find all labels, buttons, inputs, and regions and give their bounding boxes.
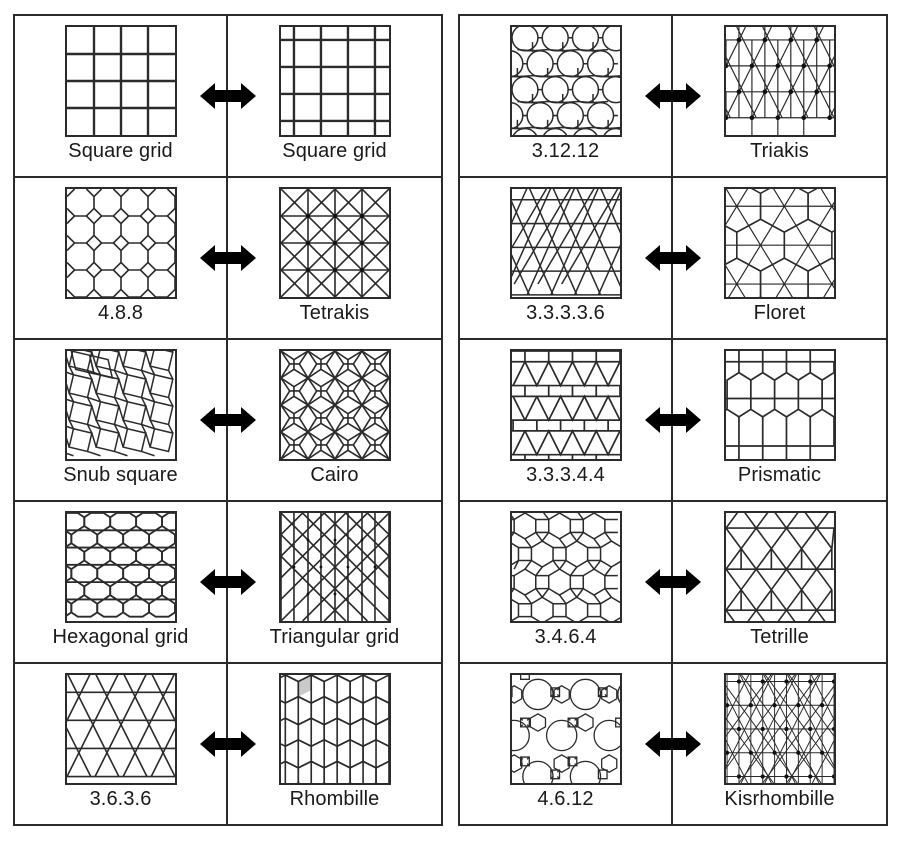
tile-label: 3.4.6.4 [534, 626, 597, 648]
tile-rhombitrihexagonal [509, 511, 622, 623]
tile-truncated-square [64, 187, 177, 299]
tile-rhombille [278, 673, 391, 785]
pair-cell-primal[interactable]: 3.12.12 [460, 16, 673, 176]
tessellation-panel-right: 3.12.12 [458, 14, 888, 826]
tile-prismatic-pentagonal [723, 349, 836, 461]
tile-label: Cairo [310, 464, 359, 486]
tile-label: Kisrhombille [724, 788, 835, 810]
tile-label: Square grid [282, 140, 387, 162]
pair-cell-primal[interactable]: 3.3.3.3.6 [460, 178, 673, 338]
pair-cell-dual[interactable]: Square grid [228, 16, 441, 176]
pair-cell-dual[interactable]: Floret [673, 178, 886, 338]
pair-cell-primal[interactable]: 3.6.3.6 [15, 664, 228, 824]
pair-cell-primal[interactable]: Hexagonal grid [15, 502, 228, 662]
tile-cairo-pentagonal [278, 349, 391, 461]
pair-cell-primal[interactable]: Square grid [15, 16, 228, 176]
pair-cell-dual[interactable]: Cairo [228, 340, 441, 500]
pair-cell-dual[interactable]: Rhombille [228, 664, 441, 824]
pair-cell-primal[interactable]: 3.3.3.4.4 [460, 340, 673, 500]
tile-label: 3.3.3.4.4 [526, 464, 605, 486]
tile-label: Triangular grid [269, 626, 400, 648]
pair-cell-dual[interactable]: Triakis [673, 16, 886, 176]
tile-snub-square [64, 349, 177, 461]
table-row: Square grid Square grid [15, 16, 441, 178]
table-row: 3.6.3.6 [15, 664, 441, 824]
tile-square-grid [64, 25, 177, 137]
tile-square-grid-dual [278, 25, 391, 137]
pair-cell-dual[interactable]: Tetrakis [228, 178, 441, 338]
table-row: 4.8.8 [15, 178, 441, 340]
table-row: Snub square [15, 340, 441, 502]
tile-label: Prismatic [737, 464, 822, 486]
pair-cell-primal[interactable]: 3.4.6.4 [460, 502, 673, 662]
tile-triakis-triangular [723, 25, 836, 137]
pair-cell-primal[interactable]: 4.6.12 [460, 664, 673, 824]
pair-cell-primal[interactable]: Snub square [15, 340, 228, 500]
pair-cell-dual[interactable]: Kisrhombille [673, 664, 886, 824]
tile-label: Square grid [68, 140, 173, 162]
table-row: 3.3.3.3.6 [460, 178, 886, 340]
tile-label: 3.6.3.6 [89, 788, 152, 810]
tile-label: 3.12.12 [531, 140, 600, 162]
tile-deltoidal-trihexagonal [723, 511, 836, 623]
pair-cell-dual[interactable]: Prismatic [673, 340, 886, 500]
tile-triangular-grid [278, 511, 391, 623]
tile-label: 3.3.3.3.6 [526, 302, 605, 324]
table-row: 3.12.12 [460, 16, 886, 178]
tile-kisrhombille [723, 673, 836, 785]
table-row: 3.3.3.4.4 [460, 340, 886, 502]
tile-truncated-trihexagonal [509, 673, 622, 785]
tile-label: Tetrille [750, 626, 809, 648]
tile-hexagonal-grid [64, 511, 177, 623]
tile-snub-hexagonal [509, 187, 622, 299]
tile-label: Floret [753, 302, 806, 324]
pair-cell-dual[interactable]: Tetrille [673, 502, 886, 662]
tile-label: Tetrakis [299, 302, 370, 324]
pair-cell-primal[interactable]: 4.8.8 [15, 178, 228, 338]
tile-elongated-triangular [509, 349, 622, 461]
pair-cell-dual[interactable]: Triangular grid [228, 502, 441, 662]
tessellation-panel-left: Square grid Square grid [13, 14, 443, 826]
tile-label: Triakis [750, 140, 809, 162]
table-row: Hexagonal grid [15, 502, 441, 664]
tile-trihexagonal [64, 673, 177, 785]
tile-truncated-hexagonal [509, 25, 622, 137]
tile-floret-pentagonal [723, 187, 836, 299]
tile-label: Hexagonal grid [52, 626, 189, 648]
tile-label: 4.6.12 [537, 788, 594, 810]
table-row: 3.4.6.4 [460, 502, 886, 664]
tile-label: 4.8.8 [98, 302, 143, 324]
tile-label: Snub square [63, 464, 178, 486]
tile-tetrakis-square [278, 187, 391, 299]
table-row: 4.6.12 [460, 664, 886, 824]
tile-label: Rhombille [289, 788, 380, 810]
